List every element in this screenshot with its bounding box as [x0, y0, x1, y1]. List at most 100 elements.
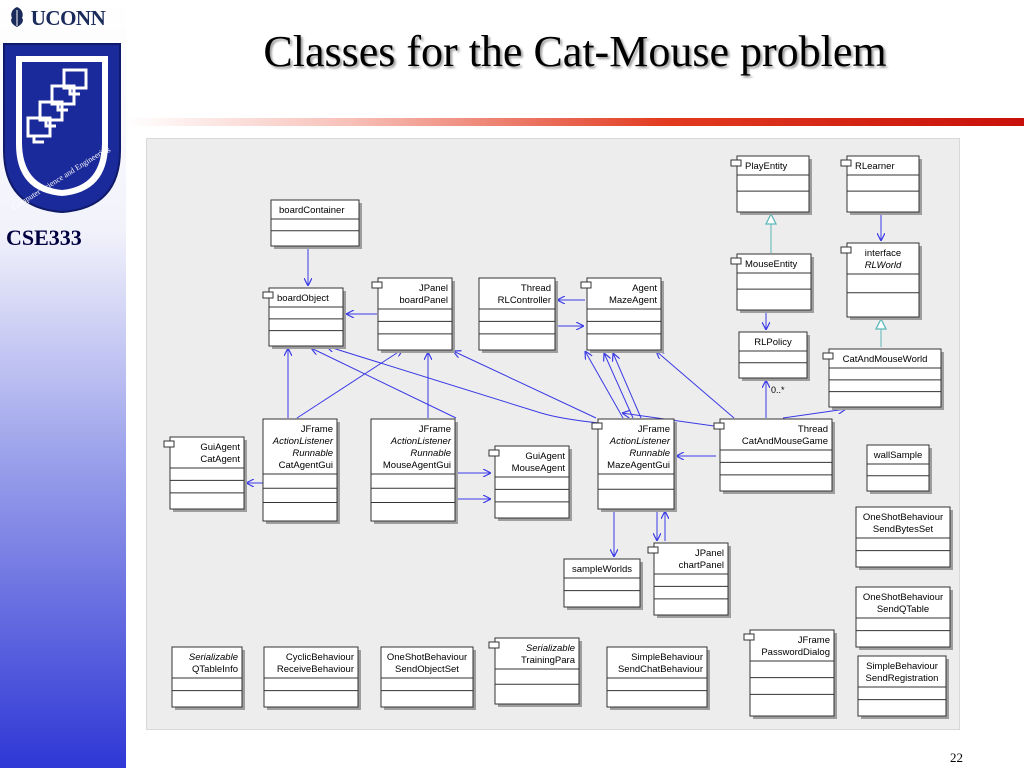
- class-label: sampleWorlds: [572, 564, 632, 575]
- class-box-mouseEntity: MouseEntity: [730, 253, 814, 313]
- component-tab-icon: [743, 633, 755, 641]
- component-tab-icon: [488, 449, 500, 457]
- class-box-catAndMouseWorld: CatAndMouseWorld: [822, 348, 944, 410]
- class-label: CyclicBehaviour: [286, 652, 354, 663]
- class-label: Thread: [798, 424, 828, 435]
- class-label: Agent: [632, 283, 657, 294]
- class-label: Runnable: [292, 448, 333, 459]
- class-label: ReceiveBehaviour: [277, 664, 354, 675]
- class-box-wallSample: wallSample: [866, 444, 932, 494]
- page-number: 22: [950, 750, 963, 765]
- class-label: JFrame: [798, 635, 830, 646]
- component-tab-icon: [591, 422, 603, 430]
- class-label: JPanel: [419, 283, 448, 294]
- class-label: Serializable: [526, 643, 575, 654]
- association-arrow: [782, 409, 846, 419]
- component-tab-icon: [840, 246, 852, 254]
- class-label: RLPolicy: [754, 337, 792, 348]
- class-label: ActionListener: [390, 436, 452, 447]
- class-label: CatAgentGui: [279, 460, 333, 471]
- class-label: Thread: [521, 283, 551, 294]
- class-label: SimpleBehaviour: [866, 661, 938, 672]
- class-box-boardObject: boardObject: [262, 287, 346, 349]
- class-label: chartPanel: [679, 560, 724, 571]
- class-label: MazeAgent: [609, 295, 657, 306]
- class-label: GuiAgent: [200, 442, 240, 453]
- class-label: SendRegistration: [866, 673, 939, 684]
- component-tab-icon: [488, 641, 500, 649]
- association-arrow: [326, 346, 600, 424]
- component-tab-icon: [730, 159, 742, 167]
- association-arrow: [613, 353, 642, 419]
- component-tab-icon: [840, 159, 852, 167]
- oak-leaf-icon: [11, 7, 23, 27]
- component-tab-icon: [262, 291, 274, 299]
- class-label: Serializable: [189, 652, 238, 663]
- class-label: wallSample: [873, 450, 923, 461]
- class-label: RLController: [498, 295, 551, 306]
- class-label: CatAndMouseGame: [742, 436, 828, 447]
- class-label: PasswordDialog: [761, 647, 830, 658]
- class-label: QTableInfo: [192, 664, 238, 675]
- association-arrow: [604, 353, 634, 419]
- class-label: OneShotBehaviour: [387, 652, 467, 663]
- association-arrow: [453, 351, 597, 419]
- class-box-sampleWorlds: sampleWorlds: [563, 558, 643, 610]
- class-label: SendQTable: [877, 604, 929, 615]
- class-label: TrainingPara: [521, 655, 576, 666]
- cse-logo: Computer Science and Engineering: [3, 43, 121, 214]
- class-label: interface: [865, 248, 901, 259]
- title-divider: [126, 118, 1024, 126]
- class-label: GuiAgent: [525, 451, 565, 462]
- class-box-rlPolicy: RLPolicy: [738, 331, 810, 381]
- class-label: Runnable: [629, 448, 670, 459]
- class-box-mouseAgentGui: JFrameActionListenerRunnableMouseAgentGu…: [370, 418, 458, 524]
- class-label: Runnable: [410, 448, 451, 459]
- multiplicity-label: 0..*: [771, 385, 785, 395]
- association-arrow: [585, 351, 624, 419]
- page-title: Classes for the Cat-Mouse problem: [263, 27, 887, 76]
- class-label: JPanel: [695, 548, 724, 559]
- class-label: JFrame: [301, 424, 333, 435]
- component-tab-icon: [163, 440, 175, 448]
- class-label: CatAgent: [200, 454, 240, 465]
- class-label: boardPanel: [399, 295, 448, 306]
- association-arrow: [311, 348, 457, 419]
- class-label: SimpleBehaviour: [631, 652, 703, 663]
- uconn-logo: UCONN: [8, 6, 106, 31]
- association-arrow: [656, 351, 735, 419]
- class-label: RLWorld: [865, 260, 902, 271]
- class-label: ActionListener: [609, 436, 671, 447]
- class-label: RLearner: [855, 161, 895, 172]
- class-label: MouseEntity: [745, 259, 798, 270]
- component-tab-icon: [647, 546, 659, 554]
- computer-icon: [26, 68, 88, 144]
- class-label: JFrame: [419, 424, 451, 435]
- class-label: JFrame: [638, 424, 670, 435]
- class-label: CatAndMouseWorld: [843, 354, 928, 365]
- component-tab-icon: [371, 281, 383, 289]
- class-label: SendChatBehaviour: [618, 664, 703, 675]
- class-label: MazeAgentGui: [607, 460, 670, 471]
- class-label: MouseAgentGui: [383, 460, 451, 471]
- university-name: UCONN: [30, 6, 106, 30]
